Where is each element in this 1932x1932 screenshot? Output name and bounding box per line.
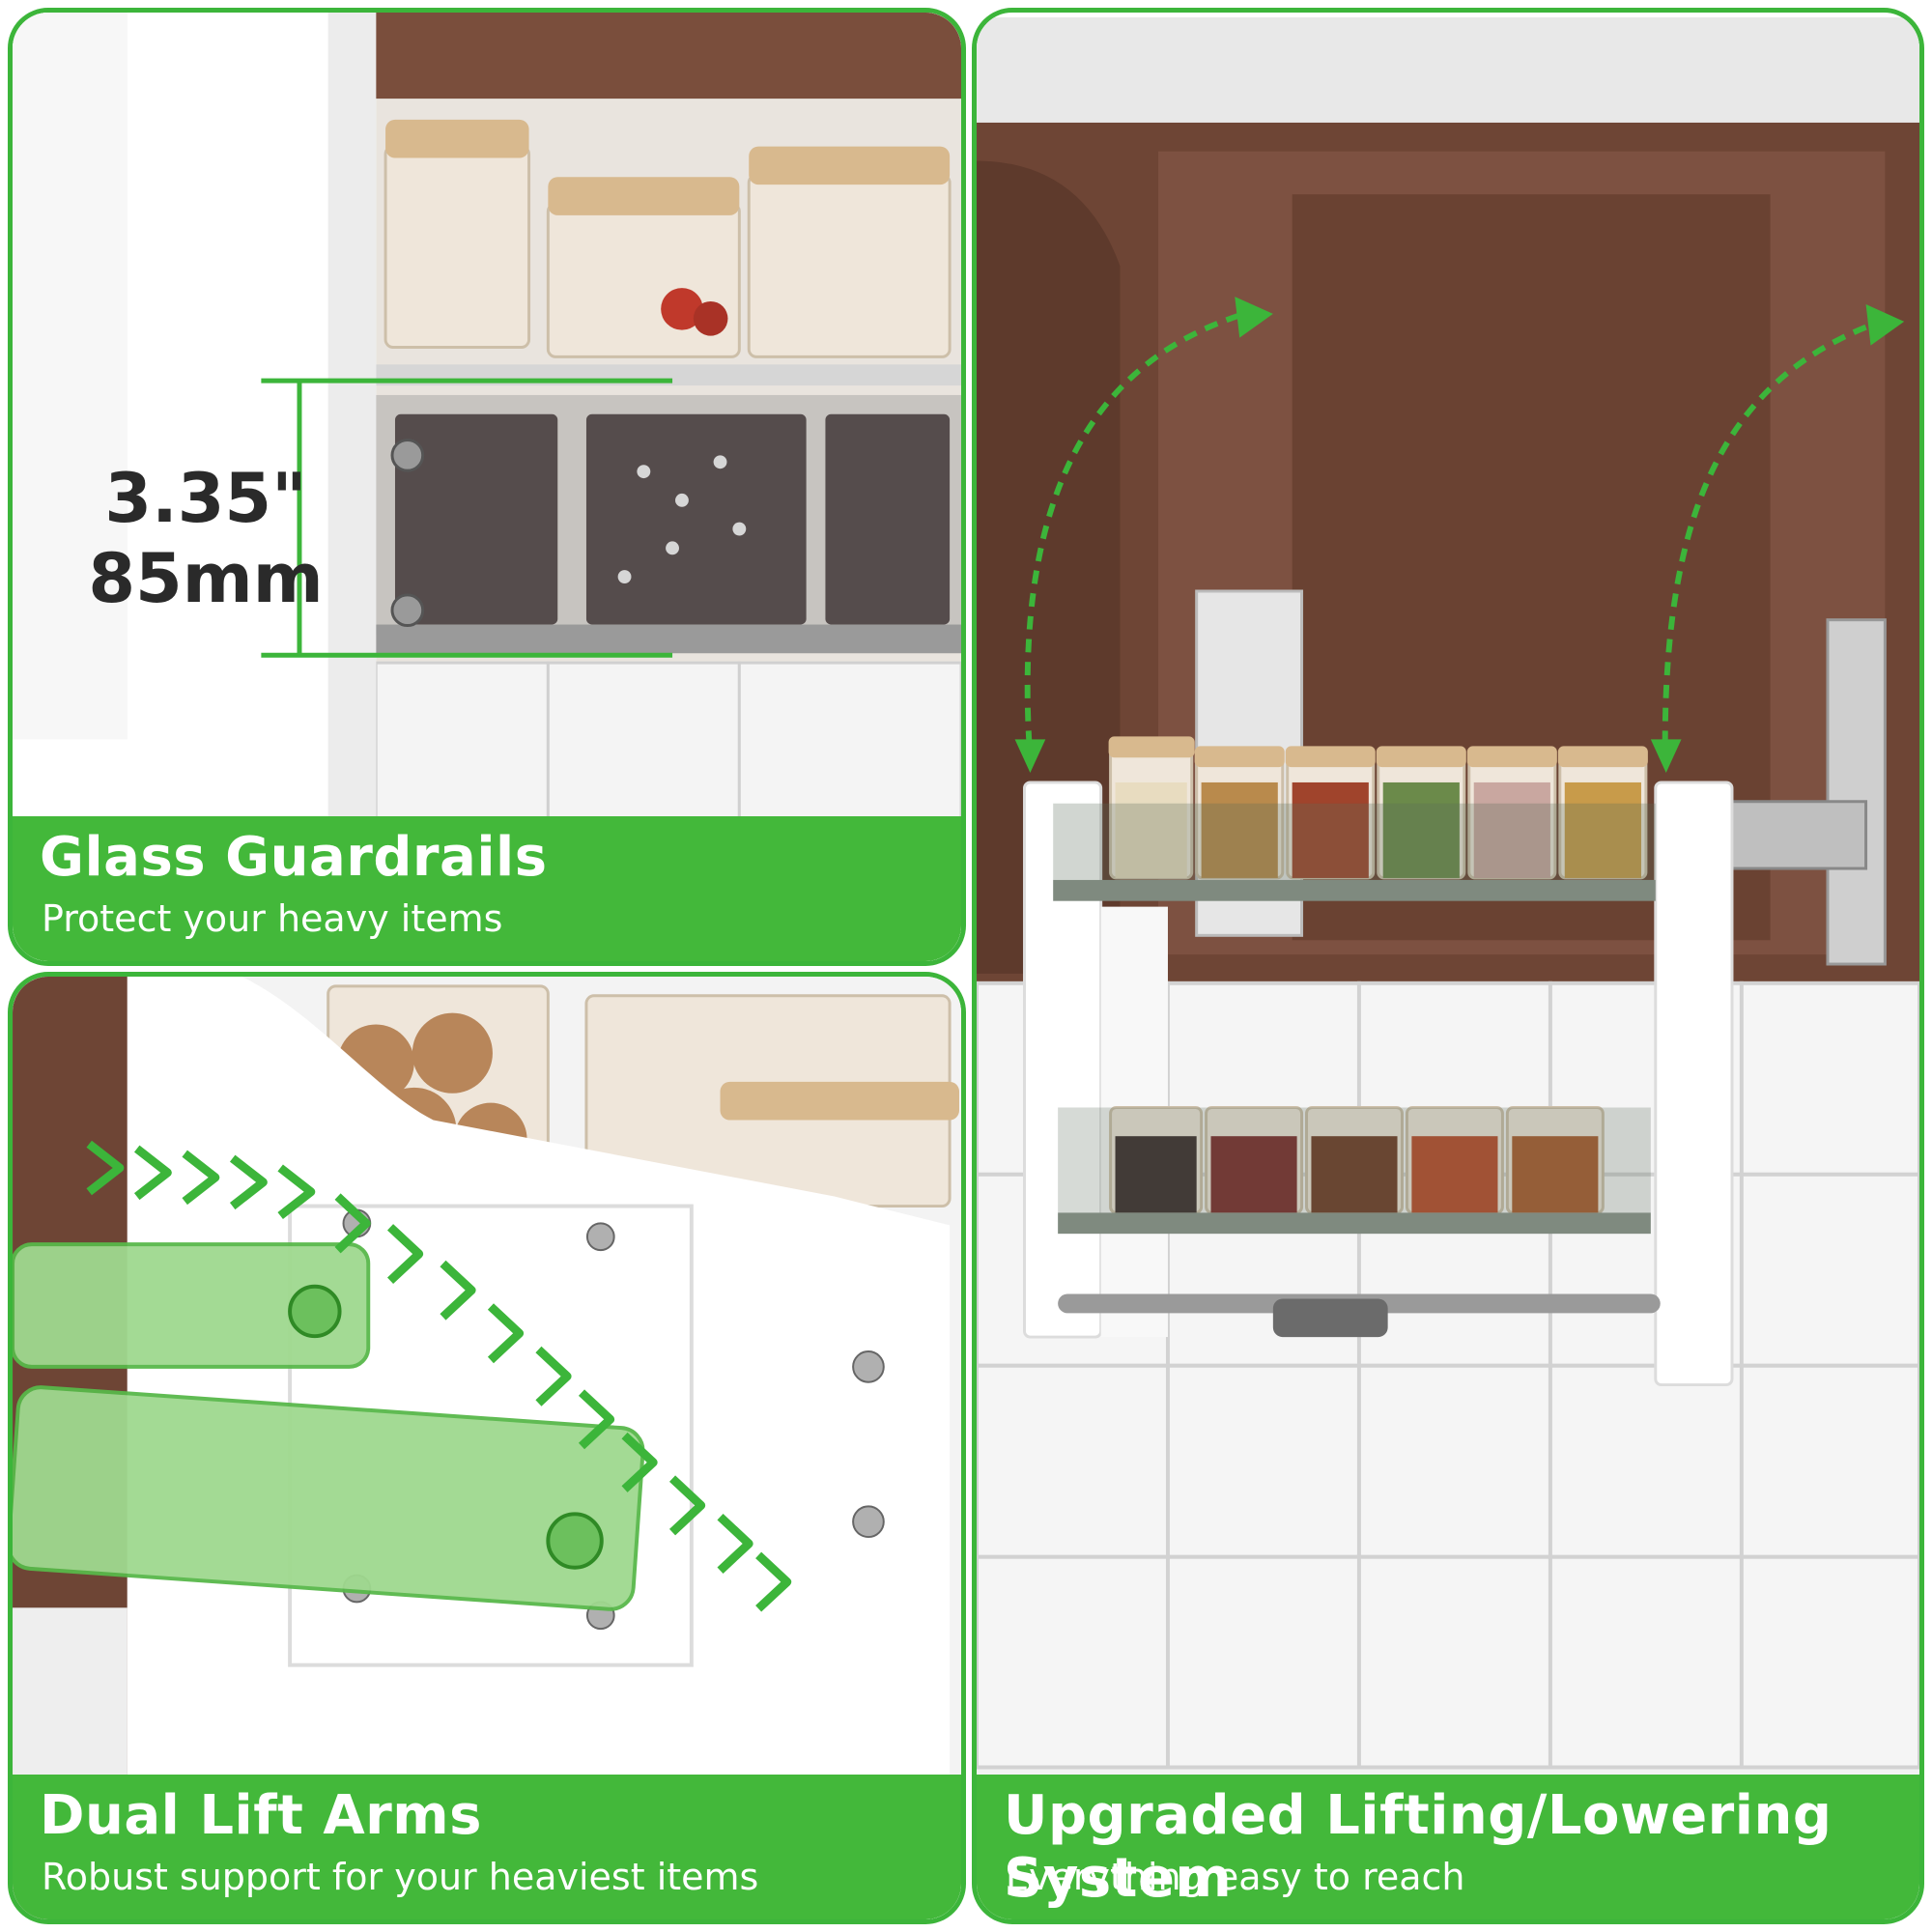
lifting-system-panel: Upgraded Lifting/Lowering System Everyth… bbox=[972, 8, 1924, 1924]
dual-lift-arms-illustration bbox=[13, 977, 961, 1919]
glass-guardrails-panel: 3.35" 85mm Glass Guardrails Protect your… bbox=[8, 8, 966, 966]
lifting-system-illustration bbox=[977, 17, 1919, 1915]
feature-title: Upgraded Lifting/Lowering System bbox=[1004, 1784, 1833, 1910]
glass-guardrails-illustration bbox=[13, 13, 961, 961]
height-dimension-inches: 3.35" bbox=[104, 459, 307, 538]
feature-banner: Glass Guardrails Protect your heavy item… bbox=[13, 816, 961, 961]
dual-lift-arms-panel: Dual Lift Arms Robust support for your h… bbox=[8, 972, 966, 1924]
feature-banner: Upgraded Lifting/Lowering System Everyth… bbox=[977, 1775, 1919, 1919]
feature-title: Dual Lift Arms bbox=[40, 1784, 482, 1847]
feature-subtitle: Everything easy to reach bbox=[1006, 1856, 1465, 1898]
feature-subtitle: Protect your heavy items bbox=[42, 897, 503, 940]
height-dimension-mm: 85mm bbox=[88, 539, 324, 618]
feature-subtitle: Robust support for your heaviest items bbox=[42, 1856, 759, 1898]
feature-title: Glass Guardrails bbox=[40, 826, 548, 889]
feature-banner: Dual Lift Arms Robust support for your h… bbox=[13, 1775, 961, 1919]
